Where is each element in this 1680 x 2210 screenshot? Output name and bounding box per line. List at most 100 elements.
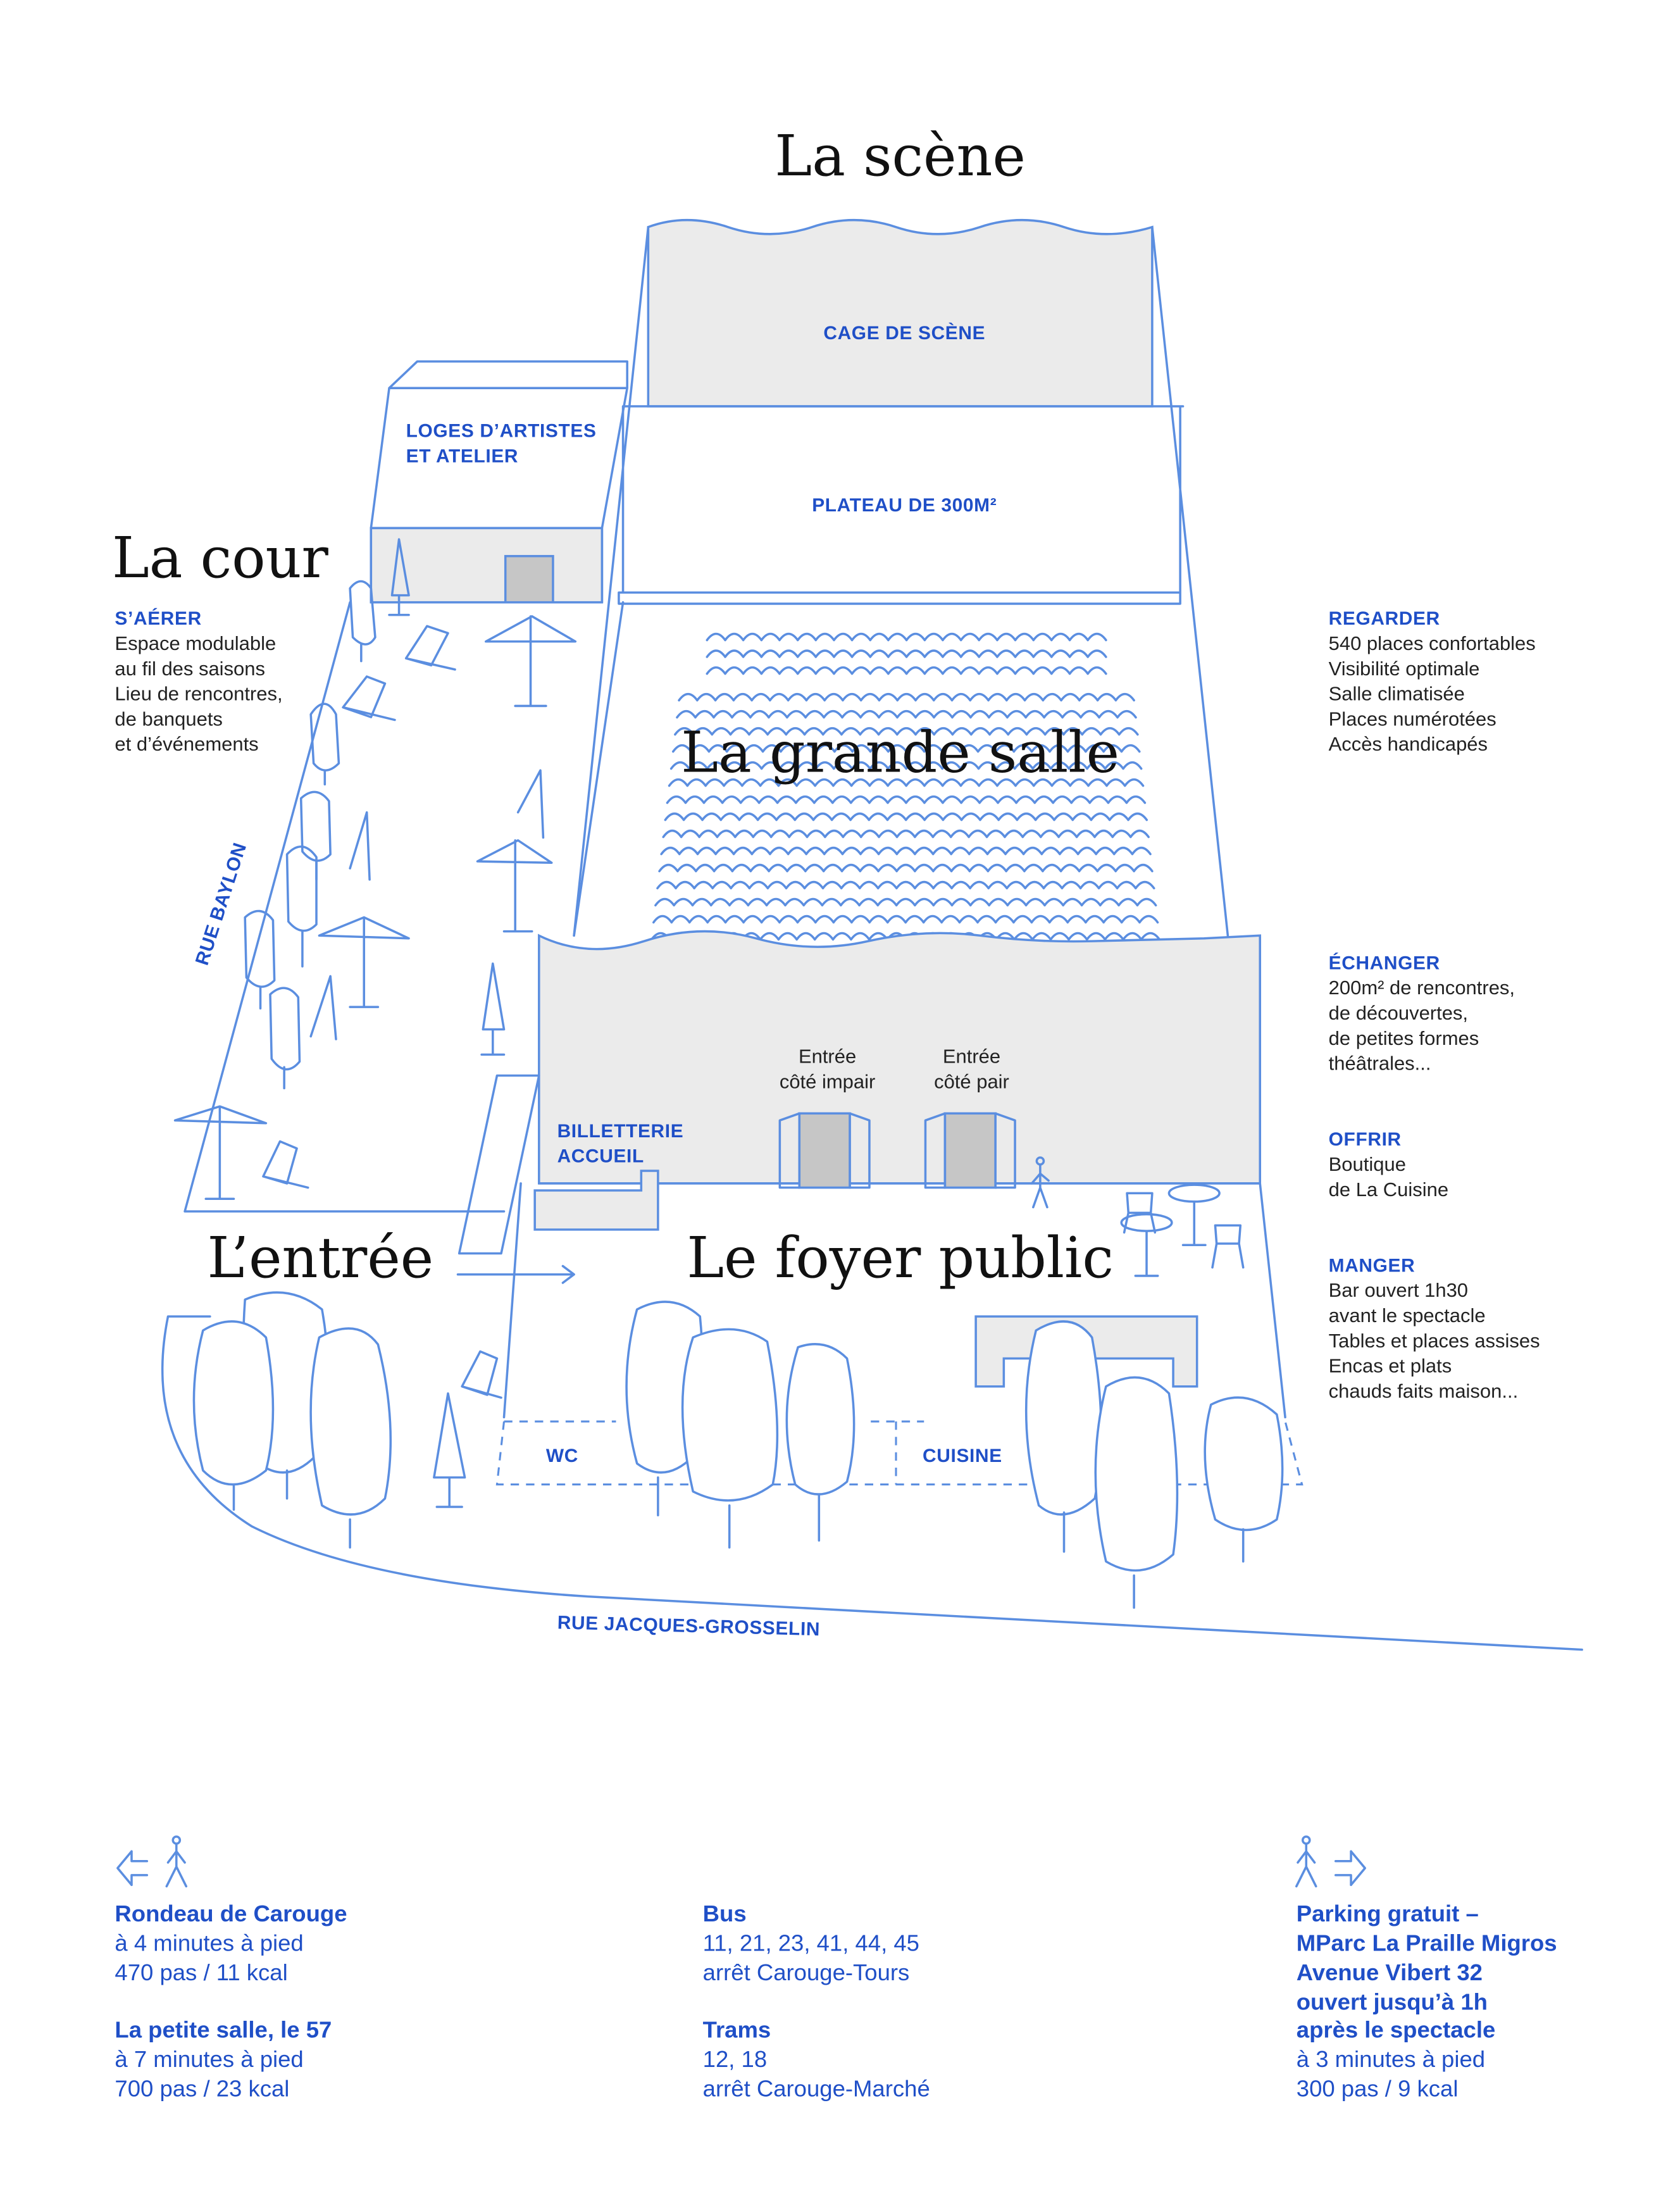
access-line: à 7 minutes à pied <box>115 2046 303 2072</box>
seat-row <box>706 649 1107 658</box>
seat-row <box>662 829 1150 839</box>
right-info-line: de découvertes, <box>1329 1002 1468 1024</box>
seat-row <box>674 727 1139 736</box>
plateau-label: PLATEAU DE 300M² <box>812 495 997 516</box>
seat-row <box>656 880 1155 890</box>
access-title: Avenue Vibert 32 <box>1297 1959 1483 1985</box>
title-cour: La cour <box>112 525 329 590</box>
access-title: MParc La Praille Migros <box>1297 1930 1557 1956</box>
seat-row <box>668 778 1145 787</box>
deckchair-icon <box>262 625 545 1399</box>
cage-de-scene <box>647 218 1154 408</box>
tree-icon <box>244 580 376 1090</box>
entree-impair-1: Entrée <box>799 1046 856 1068</box>
rue-jacques-label: RUE JACQUES-GROSSELIN <box>557 1612 820 1640</box>
right-info-line: de La Cuisine <box>1329 1178 1448 1201</box>
access-line: 470 pas / 11 kcal <box>115 1959 287 1985</box>
right-info-line: théâtrales... <box>1329 1052 1431 1075</box>
access-center: Bus 11, 21, 23, 41, 44, 45 arrêt Carouge… <box>703 1901 930 2102</box>
right-info-heading: MANGER <box>1329 1255 1416 1276</box>
walk-right-icon <box>1295 1835 1366 1888</box>
person-icon <box>1030 1156 1050 1209</box>
arrow-right-icon <box>456 1264 575 1284</box>
seat-row <box>706 632 1107 642</box>
door-pair <box>924 1112 1016 1189</box>
cage-label: CAGE DE SCÈNE <box>823 322 985 344</box>
access-line: arrêt Carouge-Marché <box>703 2075 930 2101</box>
billetterie-label-2: ACCUEIL <box>557 1146 644 1167</box>
right-info-heading: ÉCHANGER <box>1329 952 1440 973</box>
title-scene: La scène <box>775 123 1025 189</box>
access-line: 12, 18 <box>703 2046 767 2072</box>
title-foyer: Le foyer public <box>687 1225 1114 1290</box>
left-info-line: Lieu de rencontres, <box>115 683 282 705</box>
right-info-line: Encas et plats <box>1329 1355 1452 1377</box>
seating-rows <box>650 632 1161 941</box>
door-impair <box>778 1112 871 1189</box>
right-info-line: Accès handicapés <box>1329 733 1488 755</box>
entree-pair-1: Entrée <box>943 1046 1000 1068</box>
bar-table-icon <box>1120 1183 1245 1277</box>
wc-label: WC <box>546 1445 578 1466</box>
loges-label-2: ET ATELIER <box>406 446 519 466</box>
billetterie-label-1: BILLETTERIE <box>557 1121 684 1142</box>
access-title: Trams <box>703 2017 771 2043</box>
road-line <box>161 1315 1583 1651</box>
seat-row <box>660 846 1152 856</box>
access-title: Parking gratuit – <box>1297 1901 1479 1926</box>
seat-row <box>666 795 1147 804</box>
right-info-line: Salle climatisée <box>1329 683 1465 705</box>
loges-door <box>504 554 554 604</box>
right-info-line: avant le spectacle <box>1329 1304 1486 1327</box>
entree-pair-2: côté pair <box>934 1070 1009 1092</box>
right-info-line: chauds faits maison... <box>1329 1380 1519 1402</box>
access-line: à 4 minutes à pied <box>115 1930 303 1956</box>
right-info-line: Places numérotées <box>1329 708 1496 730</box>
access-left: Rondeau de Carouge à 4 minutes à pied 47… <box>115 1901 347 2102</box>
cour-outline <box>184 601 625 1213</box>
right-info-line: 200m² de rencontres, <box>1329 977 1515 999</box>
seat-row <box>664 812 1148 821</box>
seat-row <box>654 897 1157 907</box>
right-info-line: Bar ouvert 1h30 <box>1329 1279 1468 1301</box>
left-info-line: au fil des saisons <box>115 658 265 680</box>
entree-impair-2: côté impair <box>780 1070 875 1092</box>
left-info-line: Espace modulable <box>115 632 276 654</box>
entree-panel <box>457 1074 540 1255</box>
seat-row <box>678 692 1135 702</box>
foyer-wall <box>538 930 1262 1185</box>
access-line: 700 pas / 23 kcal <box>115 2075 289 2101</box>
title-entree: L’entrée <box>207 1225 433 1290</box>
tree-icon <box>192 1291 1284 1609</box>
walk-left-icon <box>116 1835 188 1888</box>
right-info-heading: OFFRIR <box>1329 1129 1402 1150</box>
access-line: 11, 21, 23, 41, 44, 45 <box>703 1930 919 1956</box>
right-info-line: Visibilité optimale <box>1329 658 1480 680</box>
title-grande-salle: La grande salle <box>681 720 1119 785</box>
access-title: Bus <box>703 1901 747 1926</box>
seat-row <box>672 744 1141 753</box>
seat-row <box>676 709 1137 719</box>
right-info-heading: REGARDER <box>1329 608 1440 629</box>
access-line: à 3 minutes à pied <box>1297 2046 1485 2072</box>
left-info-block: S’AÉRER Espace modulable au fil des sais… <box>115 608 282 755</box>
seat-row <box>669 761 1143 770</box>
right-info-line: de petites formes <box>1329 1027 1479 1049</box>
umbrella-icon <box>173 538 577 1508</box>
access-title: La petite salle, le 57 <box>115 2017 332 2043</box>
loges-label-1: LOGES D’ARTISTES <box>406 421 597 442</box>
rue-baylon-label: RUE BAYLON <box>192 840 251 968</box>
left-info-line: et d’événements <box>115 733 258 755</box>
right-info-line: Tables et places assises <box>1329 1330 1540 1352</box>
billetterie-desk <box>533 1170 659 1231</box>
cuisine-label: CUISINE <box>923 1445 1002 1466</box>
foyer-floor <box>502 1182 1286 1419</box>
right-info-line: Boutique <box>1329 1153 1406 1175</box>
access-title: après le spectacle <box>1297 2017 1496 2043</box>
access-title: Rondeau de Carouge <box>115 1901 347 1926</box>
access-line: 300 pas / 9 kcal <box>1297 2075 1459 2101</box>
grande-salle-outline <box>573 225 1229 937</box>
loges-band <box>370 527 604 604</box>
